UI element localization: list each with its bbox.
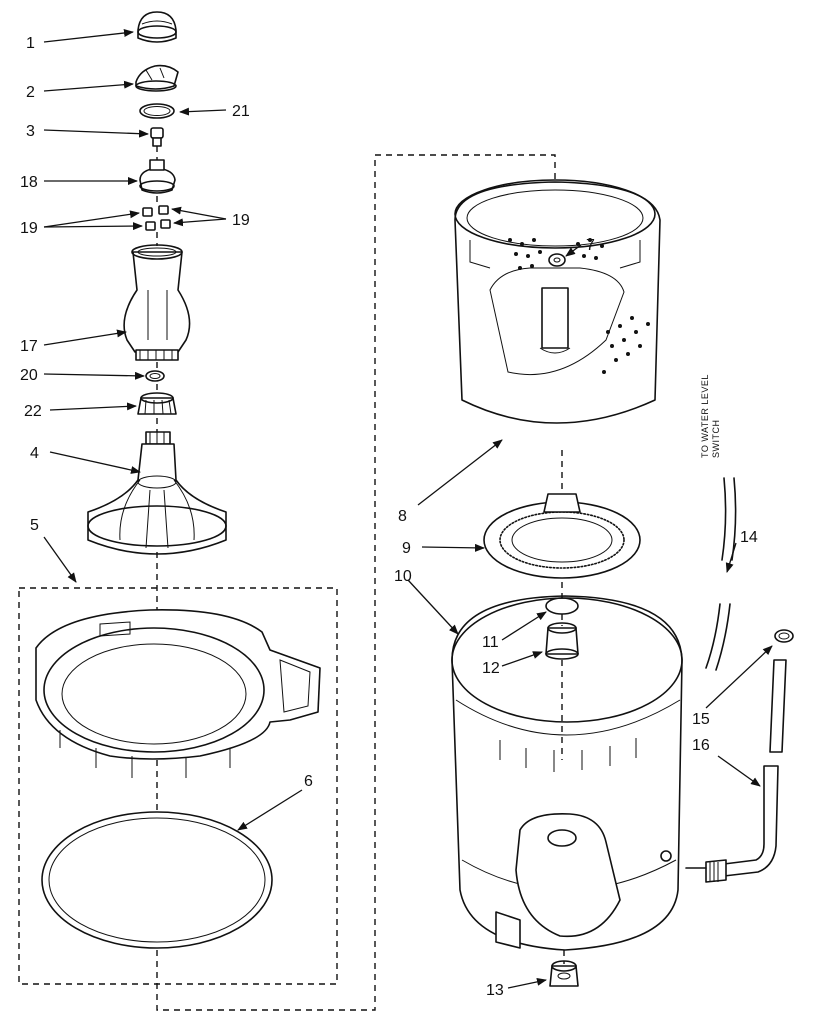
part-10-outer-tub <box>451 595 683 951</box>
callout-3: 3 <box>26 123 35 140</box>
callout-21: 21 <box>232 103 250 120</box>
part-7-basket-nut <box>548 253 566 267</box>
part-17-agitator-barrel <box>123 244 191 361</box>
part-5-tub-ring <box>35 609 321 778</box>
part-20-ring <box>145 370 165 382</box>
callout-13: 13 <box>486 982 504 999</box>
part-18-cam <box>139 159 176 194</box>
note-line-2: SWITCH <box>711 420 721 459</box>
part-8-spin-basket <box>454 179 661 424</box>
callout-2: 2 <box>26 84 35 101</box>
part-3-stud <box>150 127 164 147</box>
callout-5: 5 <box>30 517 39 534</box>
callout-4: 4 <box>30 445 39 462</box>
water-level-switch-note: TO WATER LEVEL SWITCH <box>700 374 721 458</box>
part-22-drive-bell <box>137 392 177 415</box>
part-21-o-ring <box>139 103 175 119</box>
callout-22: 22 <box>24 403 42 420</box>
basket-perforations <box>508 238 650 374</box>
callout-19-left: 19 <box>20 220 38 237</box>
callout-18: 18 <box>20 174 38 191</box>
right-center-axis <box>561 450 565 964</box>
callout-6: 6 <box>304 773 313 790</box>
callout-11: 11 <box>482 634 499 651</box>
part-9-basket-drive-hub <box>483 493 641 579</box>
left-center-axis <box>156 146 556 1011</box>
part-15-hose-clamp <box>774 629 794 643</box>
part-13-drain-fitting <box>549 960 579 987</box>
callout-14: 14 <box>740 529 758 546</box>
callout-leaders <box>43 29 773 989</box>
callout-16: 16 <box>692 737 710 754</box>
part-14-pressure-hose <box>705 477 737 671</box>
part-2-cap-insert <box>135 64 179 92</box>
callout-12: 12 <box>482 660 500 677</box>
callout-19-right: 19 <box>232 212 250 229</box>
callout-15: 15 <box>692 711 710 728</box>
part-4-agitator-base <box>87 431 227 555</box>
part-5-assembly-box <box>18 587 338 985</box>
callout-8: 8 <box>398 508 407 525</box>
part-16-tub-hose <box>685 659 787 883</box>
part-1-agitator-cap <box>137 11 177 43</box>
callout-7: 7 <box>586 237 595 254</box>
callout-9: 9 <box>402 540 411 557</box>
part-19-dogs <box>142 205 171 231</box>
callout-17: 17 <box>20 338 38 355</box>
part-6-tub-seal-ring <box>41 811 273 949</box>
note-line-1: TO WATER LEVEL <box>700 374 710 458</box>
part-12-tub-seal <box>545 622 579 660</box>
callout-numbers: 1 2 21 3 18 19 19 17 20 22 4 5 6 7 8 9 1… <box>20 35 758 999</box>
callout-10: 10 <box>394 568 412 585</box>
callout-1: 1 <box>26 35 35 52</box>
callout-20: 20 <box>20 367 38 384</box>
